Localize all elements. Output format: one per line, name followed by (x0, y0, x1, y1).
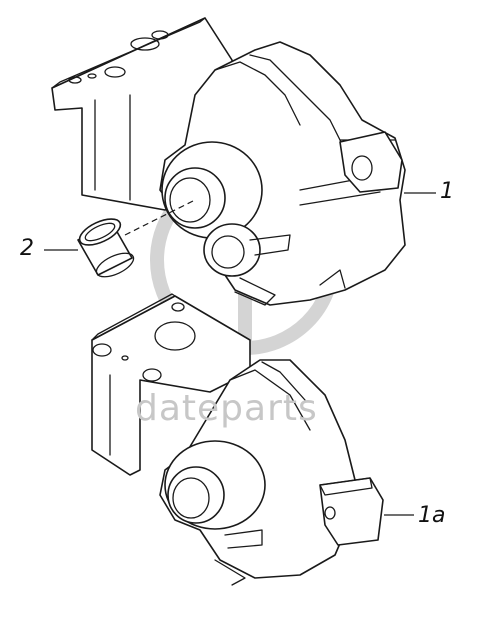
callout-part-1: 1 (440, 179, 454, 204)
part-1-housing (51, 17, 406, 306)
callout-part-1a: 1a (418, 503, 446, 528)
watermark-text: dateparts (135, 388, 318, 429)
part-2-bushing (77, 218, 135, 278)
callout-part-2: 2 (20, 236, 34, 261)
part-1a-housing (91, 293, 384, 586)
assembly-centerline (124, 199, 196, 236)
